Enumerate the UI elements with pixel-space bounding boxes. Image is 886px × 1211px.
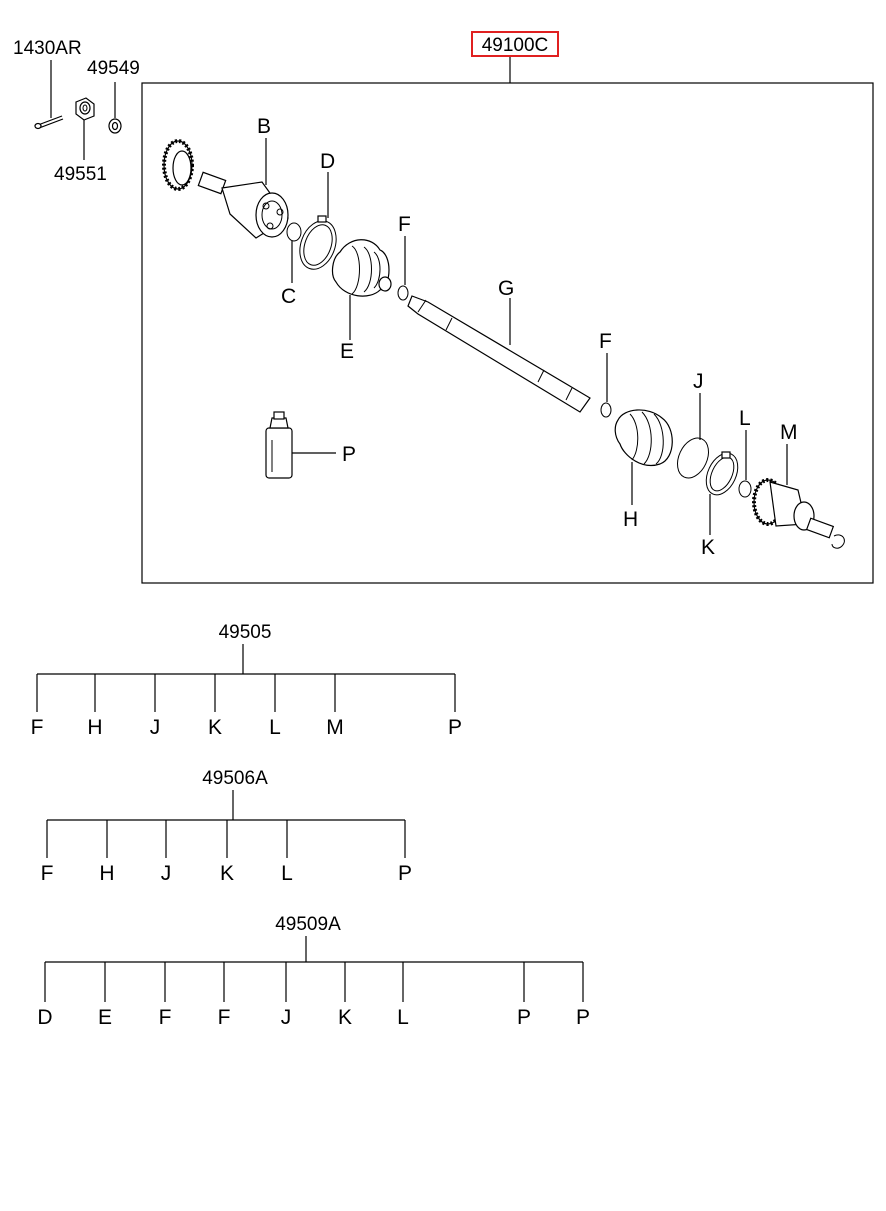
callout-g: G: [498, 277, 514, 300]
kit-item-label: P: [398, 862, 412, 885]
callout-b: B: [257, 115, 271, 138]
band-icon: [705, 451, 739, 496]
kit-tree[interactable]: 49509A D E F F J K L P P: [37, 914, 590, 1029]
washer-icon: [108, 118, 122, 134]
kit-item-label: H: [87, 716, 102, 739]
band-clamp-icon: [299, 215, 337, 270]
kit-item-label: D: [37, 1006, 52, 1029]
washer-code: 49549: [87, 58, 140, 79]
washer-part-group[interactable]: 49549: [87, 58, 140, 134]
nut-part-group[interactable]: 49551: [54, 97, 107, 185]
callout-e: E: [340, 340, 354, 363]
kit-item-label: L: [281, 862, 293, 885]
callout-l: L: [739, 407, 751, 430]
nut-icon: [75, 97, 95, 121]
kit-item-label: M: [326, 716, 344, 739]
kit-item-label: H: [99, 862, 114, 885]
callout-h: H: [623, 508, 638, 531]
callout-p: P: [342, 443, 356, 466]
grease-tube-icon: [265, 411, 293, 479]
kit-code: 49509A: [275, 914, 341, 935]
kit-item-label: P: [576, 1006, 590, 1029]
kit-item-label: J: [281, 1006, 292, 1029]
pin-part-group[interactable]: 1430AR: [13, 38, 82, 130]
kit-item-label: E: [98, 1006, 112, 1029]
kit-item-label: L: [397, 1006, 409, 1029]
kit-item-label: K: [208, 716, 222, 739]
small-circlip-icon: [738, 480, 752, 498]
kit-item-label: J: [161, 862, 172, 885]
tone-ring-icon: [162, 139, 194, 191]
assembly-code: 49100C: [482, 35, 549, 56]
callout-m: M: [780, 421, 798, 444]
callout-f2: F: [599, 330, 612, 353]
inner-boot-icon: [614, 409, 673, 466]
kit-item-label: J: [150, 716, 161, 739]
assembly-frame: [141, 82, 874, 584]
kit-tree[interactable]: 49506A F H J K L P: [41, 768, 412, 885]
nut-code: 49551: [54, 164, 107, 185]
clip-icon: [397, 285, 409, 301]
assembly-highlight-box: [471, 31, 559, 57]
circlip-icon: [286, 222, 302, 242]
inner-joint-icon: [752, 478, 845, 549]
kit-item-label: K: [220, 862, 234, 885]
ring-icon: [677, 437, 709, 479]
pin-code: 1430AR: [13, 38, 82, 59]
kit-item-label: F: [41, 862, 54, 885]
kit-item-label: P: [448, 716, 462, 739]
kit-item-label: F: [218, 1006, 231, 1029]
callout-f1: F: [398, 213, 411, 236]
assembly-callout[interactable]: 49100C: [471, 31, 559, 83]
kit-code: 49506A: [202, 768, 268, 789]
kit-item-label: F: [31, 716, 44, 739]
axle-shaft-icon: [407, 295, 591, 413]
kit-item-label: F: [159, 1006, 172, 1029]
callout-c: C: [281, 285, 296, 308]
callout-k: K: [701, 536, 715, 559]
kit-code: 49505: [219, 622, 272, 643]
outer-cv-joint-icon: [197, 171, 289, 239]
kit-item-label: K: [338, 1006, 352, 1029]
callout-j: J: [693, 370, 704, 393]
callout-d: D: [320, 150, 335, 173]
kit-item-label: P: [517, 1006, 531, 1029]
boot-icon: [331, 239, 392, 297]
kit-item-label: L: [269, 716, 281, 739]
cotter-pin-icon: [34, 115, 64, 130]
clip-lower-icon: [600, 402, 612, 418]
